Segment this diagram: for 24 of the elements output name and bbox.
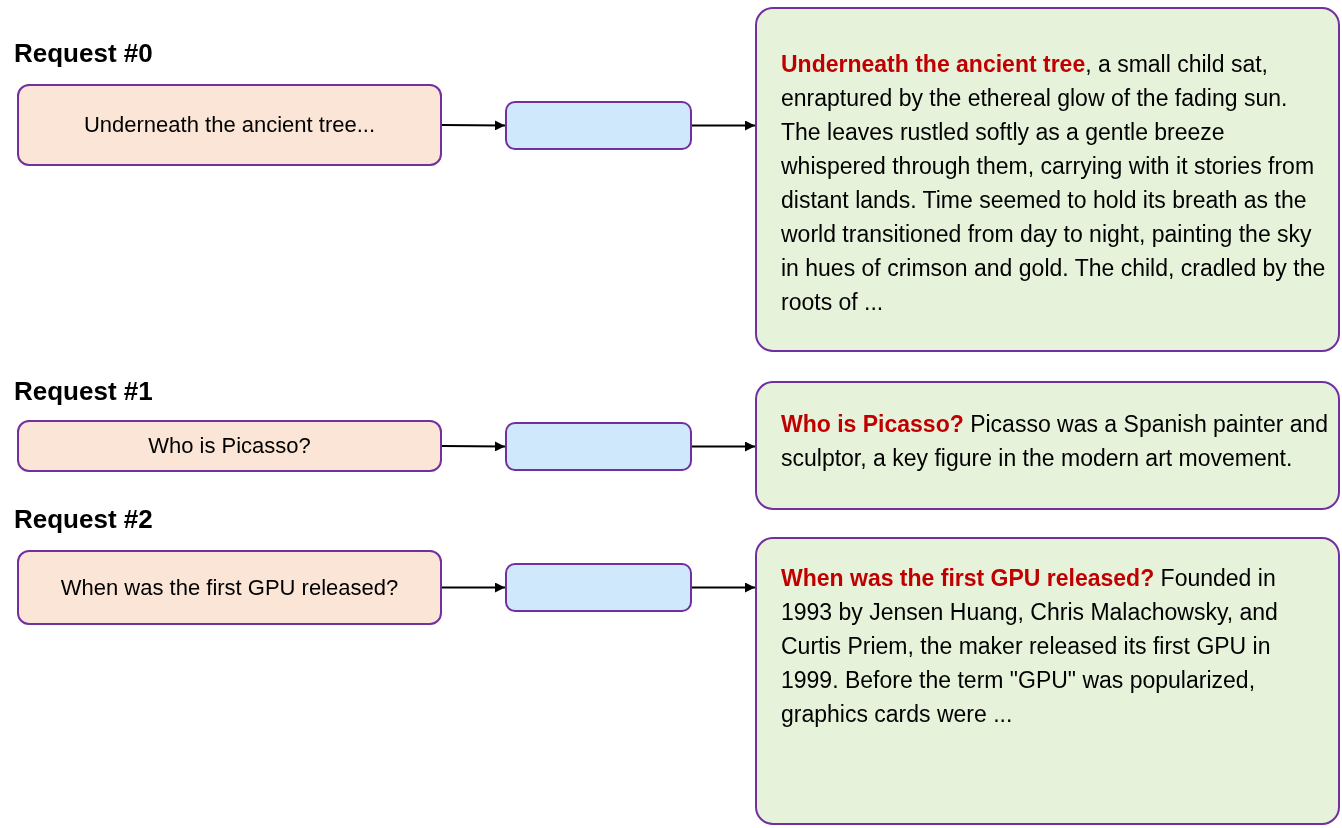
arrow [441,120,506,131]
model-box [505,563,692,612]
arrow [691,582,756,593]
prompt-box [17,420,442,472]
prompt-box [17,550,442,625]
arrow [691,120,756,131]
request-heading: Request #0 [14,38,153,69]
prompt-text: Who is Picasso? [148,433,311,459]
prompt-box [17,84,442,166]
response-text: When was the first GPU released? Founded in 1993 by Jensen Huang, Chris Malachowsky, and Curtis Priem, the maker released its first GPU in 1999. Before the term "GPU" was popularized, graphics cards were ... [781,564,1279,729]
arrow [441,441,506,452]
arrow [691,441,756,452]
request-heading: Request #2 [14,504,153,535]
response-box [755,381,1340,510]
response-text: Underneath the ancient tree, a small child sat, enraptured by the ethereal glow of the fading sun. The leaves rustled softly as a gentle breeze whispered through them, carrying with it stories from distant lands. Time seemed to hold its breath as the world transitioned from day to night, painting the sky in hues of crimson and gold. The child, cradled by the roots of ... [781,50,1327,317]
prompt-text: Underneath the ancient tree... [83,112,376,138]
request-heading: Request #1 [14,376,153,407]
response-box [755,537,1340,825]
arrow [441,582,506,593]
response-box [755,7,1340,352]
model-box [505,422,692,471]
response-text: Who is Picasso? Picasso was a Spanish painter and sculptor, a key figure in the modern art movement. [781,410,1330,473]
model-box [505,101,692,150]
prompt-text: When was the first GPU released? [60,574,399,601]
